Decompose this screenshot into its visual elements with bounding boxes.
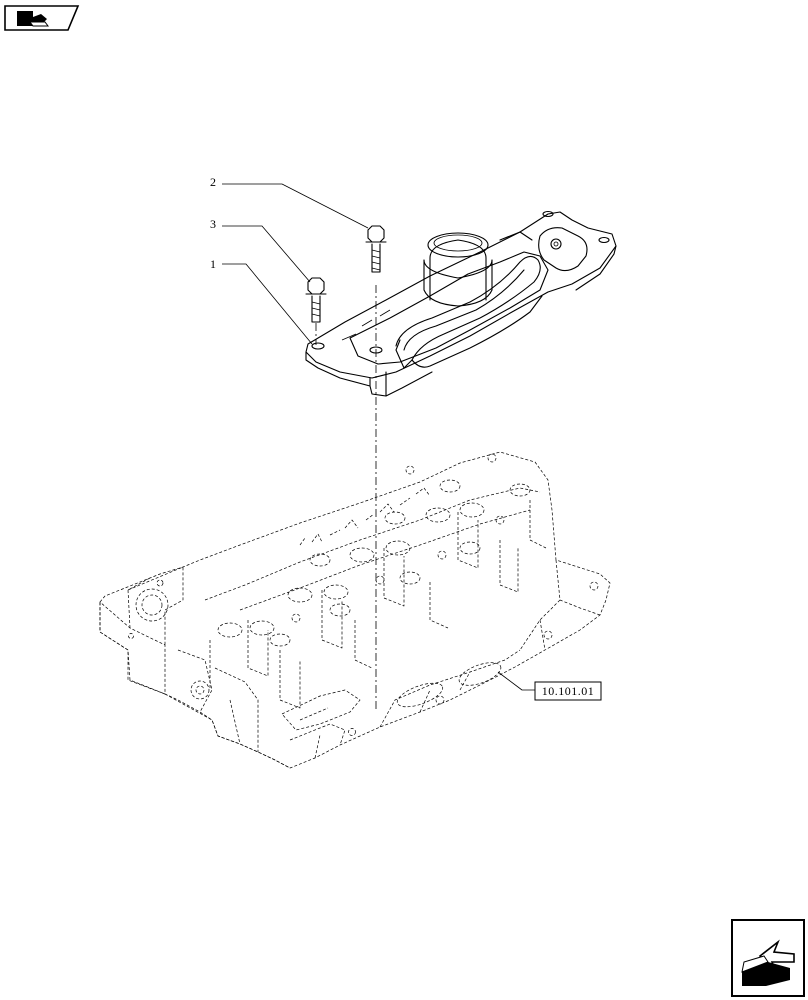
reference-label: 10.101.01 [542,684,595,698]
back-to-index-icon[interactable] [4,5,80,31]
callout-2[interactable]: 2 [210,175,369,229]
callout-1[interactable]: 1 [210,257,313,345]
screw-item-2 [365,225,387,273]
reference-callout[interactable]: 10.101.01 [497,671,602,701]
cylinder-head-ghost [99,451,611,769]
callout-3[interactable]: 3 [210,217,311,283]
screw-item-3 [305,277,327,323]
callout-number: 3 [210,217,216,231]
callout-number: 2 [210,175,216,189]
callout-number: 1 [210,257,216,271]
rocker-cover [305,210,617,397]
next-page-arrow-icon[interactable] [731,919,805,997]
reference-box [534,681,602,701]
